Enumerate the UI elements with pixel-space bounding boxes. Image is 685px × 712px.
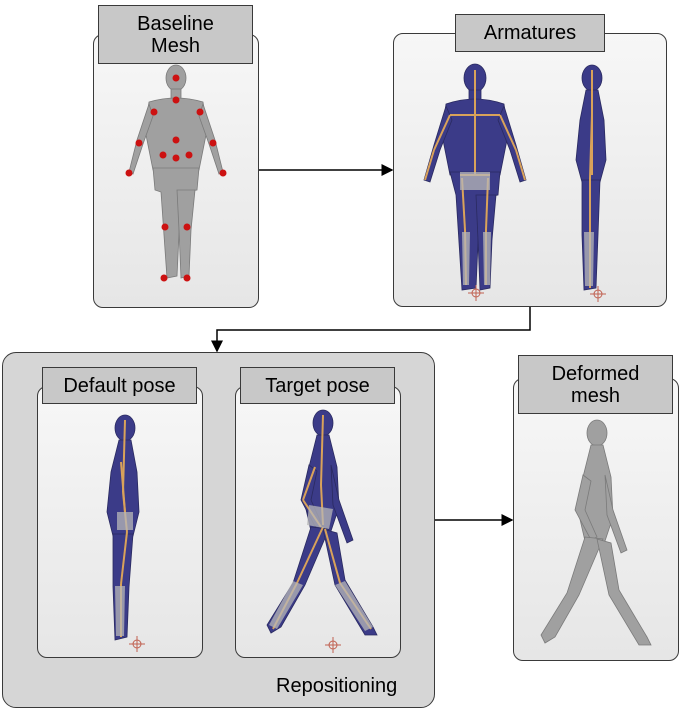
armatures-panel bbox=[393, 33, 667, 307]
deformed-mesh-label: Deformed mesh bbox=[518, 355, 673, 414]
armatures-front-figure bbox=[423, 63, 527, 301]
armatures-label: Armatures bbox=[455, 14, 605, 52]
armatures-side-figure bbox=[575, 64, 607, 302]
baseline-mesh-label: Baseline Mesh bbox=[98, 5, 253, 64]
deformed-mesh-figure bbox=[540, 419, 652, 646]
target-pose-figure bbox=[266, 409, 378, 653]
baseline-figure bbox=[125, 64, 227, 282]
target-pose-label: Target pose bbox=[240, 367, 395, 404]
arrow-armatures-to-repositioning bbox=[211, 307, 531, 353]
default-pose-label: Default pose bbox=[42, 367, 197, 404]
default-pose-figure bbox=[106, 414, 145, 652]
repositioning-caption: Repositioning bbox=[276, 675, 398, 697]
